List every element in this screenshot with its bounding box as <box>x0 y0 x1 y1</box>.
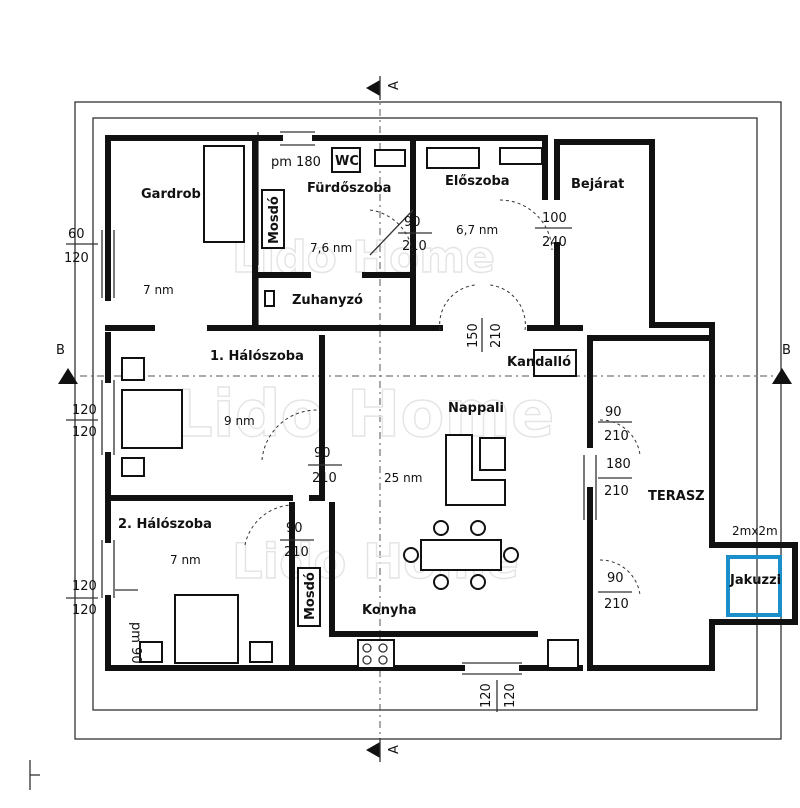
shower-tray <box>264 290 275 307</box>
dim-label: 120 <box>72 403 97 418</box>
dim-label: 180 <box>606 457 631 472</box>
dim-label: 240 <box>542 235 567 250</box>
dim-label: 120 <box>72 425 97 440</box>
section-a-top: A <box>387 81 402 90</box>
sink-small <box>374 149 406 167</box>
wardrobe <box>203 145 245 243</box>
room-halo2: 2. Hálószoba <box>118 517 212 532</box>
chair <box>470 574 486 590</box>
nightstand <box>249 641 273 663</box>
room-terasz: TERASZ <box>648 489 705 504</box>
section-b-left: B <box>56 343 65 358</box>
chair <box>403 547 419 563</box>
dim-label: 90 <box>314 446 331 461</box>
nightstand <box>121 457 145 477</box>
dim-label: 210 <box>604 597 629 612</box>
dim-label: 120 <box>72 579 97 594</box>
dim-label: 90 <box>286 521 303 536</box>
dim-label: 210 <box>312 471 337 486</box>
nightstand <box>139 641 163 663</box>
furniture <box>121 145 782 669</box>
section-a-bottom: A <box>387 745 402 754</box>
dining-table <box>420 539 502 571</box>
room-eloszoba: Előszoba <box>445 174 510 189</box>
dim-label: 210 <box>489 323 504 348</box>
windows <box>101 131 597 675</box>
dim-label: 210 <box>604 429 629 444</box>
label-mosdo2: Mosdó <box>303 572 318 620</box>
bed-1 <box>121 389 183 449</box>
room-nappali: Nappali <box>448 401 504 416</box>
bed-2 <box>174 594 239 664</box>
dim-label: 120 <box>64 251 89 266</box>
area-halo1: 9 nm <box>224 414 255 428</box>
section-arrow <box>58 368 78 384</box>
room-zuhanyzo: Zuhanyzó <box>292 293 363 308</box>
stove <box>357 639 395 669</box>
dim-label: 210 <box>604 484 629 499</box>
room-halo1: 1. Hálószoba <box>210 349 304 364</box>
area-halo2: 7 nm <box>170 553 201 567</box>
section-b-right: B <box>782 343 791 358</box>
label-mosdo: Mosdó <box>267 196 282 244</box>
corner-mark <box>29 760 40 790</box>
chair <box>503 547 519 563</box>
armchair <box>479 437 506 471</box>
section-markers <box>58 76 792 762</box>
label-pm90: pm 90 <box>128 622 143 664</box>
mosdo-fixture <box>261 189 285 249</box>
area-nappali: 25 nm <box>384 471 422 485</box>
area-furdoszoba: 7,6 nm <box>310 241 352 255</box>
kandallo-box <box>533 349 577 377</box>
section-arrow <box>366 742 380 758</box>
eloszoba-bench <box>426 147 480 169</box>
label-pm180: pm 180 <box>271 155 321 170</box>
room-gardrob: Gardrob <box>141 187 201 202</box>
door-swings <box>244 199 641 596</box>
room-furdoszoba: Fürdőszoba <box>307 181 391 196</box>
section-arrow <box>366 80 380 96</box>
label-jakuzzi-size: 2mx2m <box>732 524 778 538</box>
jakuzzi-tub <box>726 555 782 617</box>
fridge <box>547 639 579 669</box>
label-wc: WC <box>335 154 359 169</box>
wc-fixture <box>331 147 361 173</box>
dim-label: 100 <box>542 211 567 226</box>
chair <box>433 520 449 536</box>
dim-label: 120 <box>72 603 97 618</box>
dim-label: 120 <box>503 683 518 708</box>
dim-label: 90 <box>607 571 624 586</box>
eloszoba-shelf <box>499 147 543 165</box>
dim-label: 120 <box>479 683 494 708</box>
dim-label: 90 <box>605 405 622 420</box>
nightstand <box>121 357 145 381</box>
chair <box>470 520 486 536</box>
chair <box>433 574 449 590</box>
dim-label: 90 <box>404 215 421 230</box>
room-jakuzzi: Jakuzzi <box>729 573 781 588</box>
dim-label: 210 <box>284 545 309 560</box>
mosdo2-fixture <box>297 567 321 627</box>
area-eloszoba: 6,7 nm <box>456 223 498 237</box>
room-konyha: Konyha <box>362 603 417 618</box>
sofa <box>445 434 506 506</box>
dim-label: 150 <box>466 323 481 348</box>
room-bejarat: Bejárat <box>571 177 624 192</box>
dim-label: 210 <box>402 239 427 254</box>
walls <box>105 135 798 671</box>
area-gardrob: 7 nm <box>143 283 174 297</box>
room-kandallo: Kandalló <box>507 355 571 370</box>
dimension-lines <box>66 227 632 712</box>
section-arrow <box>772 368 792 384</box>
dim-label: 60 <box>68 227 85 242</box>
